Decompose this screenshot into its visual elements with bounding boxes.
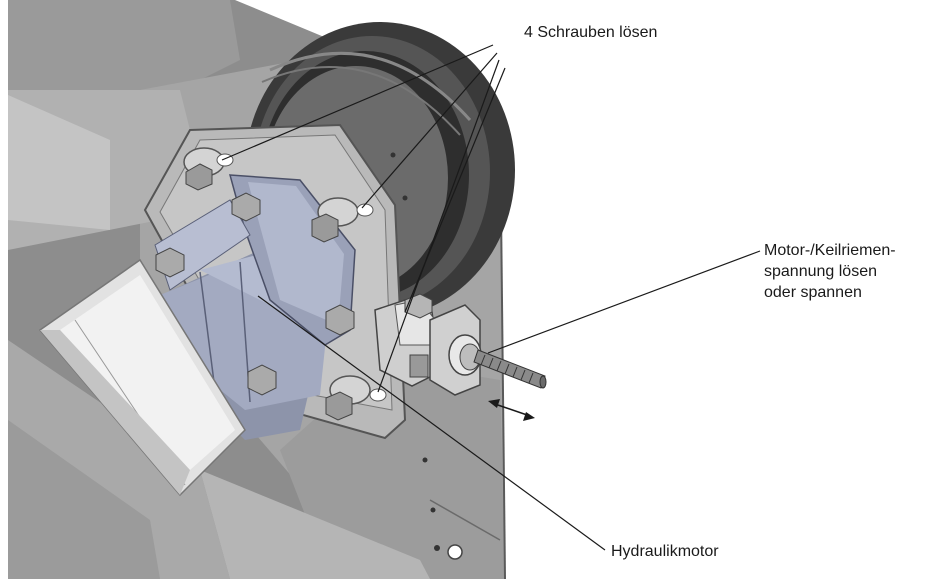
bolt-motor-right xyxy=(325,304,355,336)
bolt-bottom xyxy=(325,375,387,421)
callout-tension: Motor-/Keilriemen- spannung lösen oder s… xyxy=(764,240,896,303)
leader-lines xyxy=(221,44,761,551)
bolt-motor-top xyxy=(231,192,261,222)
threaded-rod xyxy=(473,349,547,389)
leader-screw-2 xyxy=(361,52,498,209)
leader-motor xyxy=(257,295,606,551)
tensioner-assembly xyxy=(374,293,547,396)
bolt-motor-bottom xyxy=(247,364,277,396)
callout-tension-line2: spannung lösen xyxy=(764,263,877,280)
leader-tension xyxy=(487,250,761,354)
callout-tension-line1: Motor-/Keilriemen- xyxy=(764,242,896,259)
leader-screw-1 xyxy=(221,44,494,161)
callout-screws-text: 4 Schrauben lösen xyxy=(524,24,658,41)
leader-screw-4 xyxy=(404,67,506,313)
bolt-top-left xyxy=(183,147,234,191)
callout-tension-line3: oder spannen xyxy=(764,284,862,301)
callout-motor-text: Hydraulikmotor xyxy=(611,543,719,560)
callout-motor: Hydraulikmotor xyxy=(611,541,719,562)
leader-screw-3 xyxy=(377,59,500,393)
bolts xyxy=(155,147,408,421)
bolt-motor-left xyxy=(155,247,185,278)
bolt-right-top xyxy=(311,197,374,243)
bracket xyxy=(38,258,246,497)
movement-arrow xyxy=(488,399,535,421)
callout-screws: 4 Schrauben lösen xyxy=(524,22,657,43)
